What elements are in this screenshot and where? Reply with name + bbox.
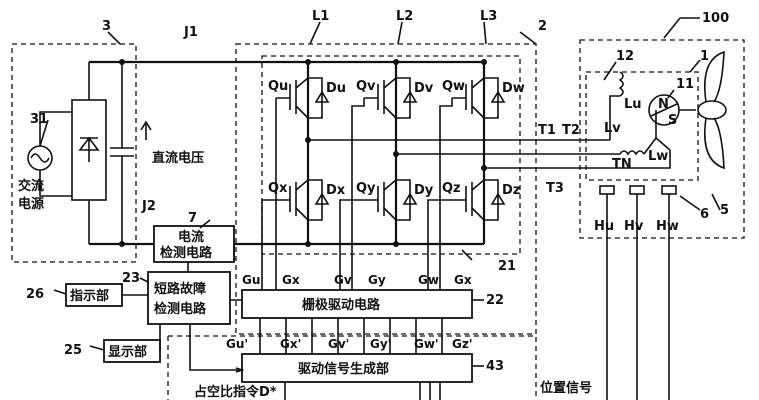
position-signal-label: 位置信号 bbox=[540, 380, 592, 396]
label-qz: Qz bbox=[442, 181, 461, 196]
label-gv: Gv bbox=[334, 273, 352, 287]
ref-25: 25 bbox=[64, 343, 82, 358]
label-gx-prime: Gx' bbox=[280, 337, 301, 351]
phase-w-line bbox=[484, 150, 671, 169]
label-gv-prime: Gv' bbox=[328, 337, 349, 351]
display-label: 显示部 bbox=[108, 344, 147, 360]
current-detect-line1: 电流 bbox=[178, 229, 204, 245]
gate-drive-block bbox=[241, 289, 473, 319]
hall-sensor-v bbox=[629, 185, 645, 195]
ref-6: 6 bbox=[700, 207, 709, 222]
control-box bbox=[167, 335, 537, 400]
motor-box bbox=[585, 71, 699, 181]
ac-source-label-1: 交流 bbox=[18, 178, 44, 194]
label-l2: L2 bbox=[396, 9, 413, 24]
label-t3: T3 bbox=[546, 181, 564, 196]
current-detect-line2: 检测电路 bbox=[160, 245, 213, 261]
label-hu: Hu bbox=[594, 219, 614, 234]
ref-21: 21 bbox=[498, 259, 516, 274]
label-gy-prime: Gy' bbox=[370, 337, 391, 351]
label-hv: Hv bbox=[624, 219, 644, 234]
hall-sensor-w bbox=[661, 185, 677, 195]
diode-icon bbox=[78, 136, 100, 162]
motor-unit-box bbox=[579, 39, 745, 239]
label-qy: Qy bbox=[356, 181, 376, 196]
ref-12: 12 bbox=[616, 49, 634, 64]
label-qu: Qu bbox=[268, 79, 288, 94]
drive-signal-label: 驱动信号生成部 bbox=[298, 361, 389, 377]
rotor-n: N bbox=[658, 97, 669, 112]
winding-v bbox=[619, 150, 645, 156]
label-l1: L1 bbox=[312, 9, 329, 24]
label-gu-prime: Gu' bbox=[226, 337, 248, 351]
gate-drive-label: 栅极驱动电路 bbox=[302, 297, 381, 313]
label-gx: Gx bbox=[282, 273, 300, 287]
label-gw-prime: Gw' bbox=[414, 337, 439, 351]
switch-legs bbox=[261, 59, 506, 290]
rotor-s: S bbox=[668, 113, 677, 128]
switch-array-box bbox=[261, 55, 521, 255]
short-detect-line1: 短路故障 bbox=[154, 281, 206, 297]
ref-3: 3 bbox=[102, 19, 111, 34]
label-gw: Gw bbox=[418, 273, 439, 287]
label-lu: Lu bbox=[624, 97, 642, 112]
rectifier-box bbox=[11, 43, 137, 263]
short-detect-line2: 检测电路 bbox=[154, 301, 207, 317]
ref-2: 2 bbox=[538, 19, 547, 34]
label-dx: Dx bbox=[326, 183, 346, 198]
ref-31: 31 bbox=[30, 112, 48, 127]
winding-u bbox=[618, 71, 624, 97]
dc-voltage-label: 直流电压 bbox=[152, 150, 204, 166]
ac-source-label-2: 电源 bbox=[18, 196, 44, 212]
gate-signal-lines bbox=[259, 318, 443, 354]
label-dy: Dy bbox=[414, 183, 434, 198]
drive-signal-block bbox=[241, 353, 473, 383]
short-detect-block bbox=[147, 271, 231, 325]
duty-label: 占空比指令D* bbox=[194, 384, 277, 400]
ref-1: 1 bbox=[700, 49, 709, 64]
label-du: Du bbox=[326, 81, 346, 96]
label-qx: Qx bbox=[268, 181, 288, 196]
hall-sensor-u bbox=[599, 185, 615, 195]
ref-43: 43 bbox=[486, 359, 504, 374]
label-qv: Qv bbox=[356, 79, 376, 94]
ref-7: 7 bbox=[188, 211, 197, 226]
label-j2: J2 bbox=[141, 199, 156, 214]
label-t2: T2 bbox=[562, 123, 580, 138]
label-gz: Gx bbox=[454, 273, 472, 287]
fan-hub bbox=[697, 100, 727, 120]
ref-22: 22 bbox=[486, 293, 504, 308]
current-detect-block bbox=[153, 225, 235, 263]
indicator-label: 指示部 bbox=[70, 288, 109, 304]
ref-5: 5 bbox=[720, 203, 729, 218]
label-t1: T1 bbox=[538, 123, 556, 138]
arrow-up-icon bbox=[140, 120, 152, 140]
label-dw: Dw bbox=[502, 81, 525, 96]
label-lv: Lv bbox=[604, 121, 621, 136]
label-l3: L3 bbox=[480, 9, 497, 24]
label-j1: J1 bbox=[183, 25, 198, 40]
label-tn: TN bbox=[612, 157, 632, 172]
dc-capacitor bbox=[110, 62, 134, 244]
position-signal-lines bbox=[606, 194, 670, 400]
ref-26: 26 bbox=[26, 287, 44, 302]
ref-11: 11 bbox=[676, 77, 694, 92]
label-lw: Lw bbox=[648, 149, 668, 164]
label-gy: Gy bbox=[368, 273, 386, 287]
label-gu: Gu bbox=[242, 273, 260, 287]
inverter-box bbox=[235, 43, 537, 335]
sine-icon bbox=[30, 153, 50, 163]
label-hw: Hw bbox=[656, 219, 679, 234]
ref-100: 100 bbox=[702, 11, 729, 26]
label-qw: Qw bbox=[442, 79, 465, 94]
ref-23: 23 bbox=[122, 271, 140, 286]
fan-blade bbox=[704, 50, 725, 170]
label-gz-prime: Gz' bbox=[452, 337, 473, 351]
label-dz: Dz bbox=[502, 183, 520, 198]
label-dv: Dv bbox=[414, 81, 434, 96]
